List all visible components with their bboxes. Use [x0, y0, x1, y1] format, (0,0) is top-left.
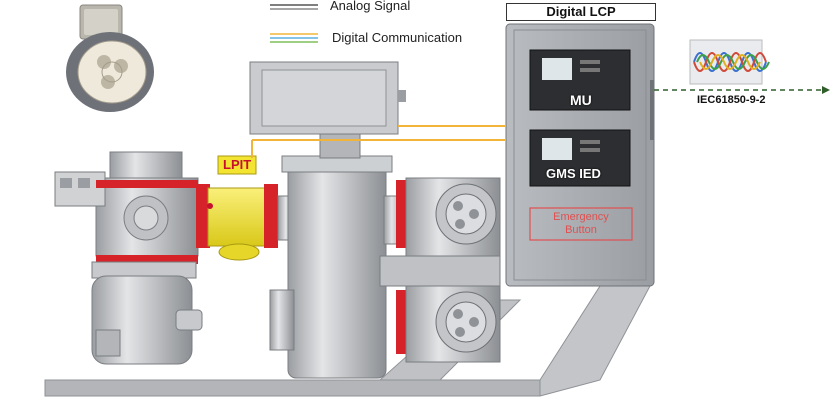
legend-analog-line — [270, 4, 318, 10]
emergency-button-box — [529, 207, 633, 241]
gms-ied-device — [529, 129, 631, 187]
digital-lcp-cabinet — [505, 23, 655, 287]
protocol-label: IEC61850-9-2 — [697, 94, 766, 106]
legend-analog-label: Analog Signal — [330, 0, 411, 13]
lpit-sensor-photo — [66, 4, 154, 112]
lpit-label: LPIT — [223, 157, 252, 172]
lpit-section — [196, 155, 278, 261]
output-arrow — [654, 86, 830, 94]
mu-device — [529, 49, 631, 111]
emergency-button-label: Emergency Button — [530, 211, 632, 237]
digital-communication-lines — [251, 125, 506, 158]
center-tank — [249, 61, 407, 379]
left-gis-assembly — [54, 151, 203, 365]
emergency-line1: Emergency — [553, 211, 609, 223]
emergency-line2: Button — [565, 224, 597, 236]
legend-digital-label: Digital Communication — [332, 30, 463, 45]
waveform-thumbnail — [689, 39, 770, 85]
gms-ied-label: GMS IED — [546, 166, 601, 181]
mu-label: MU — [570, 92, 592, 108]
legend-digital-line — [270, 33, 318, 43]
lcp-title: Digital LCP — [506, 3, 656, 21]
right-disconnectors — [379, 177, 501, 363]
